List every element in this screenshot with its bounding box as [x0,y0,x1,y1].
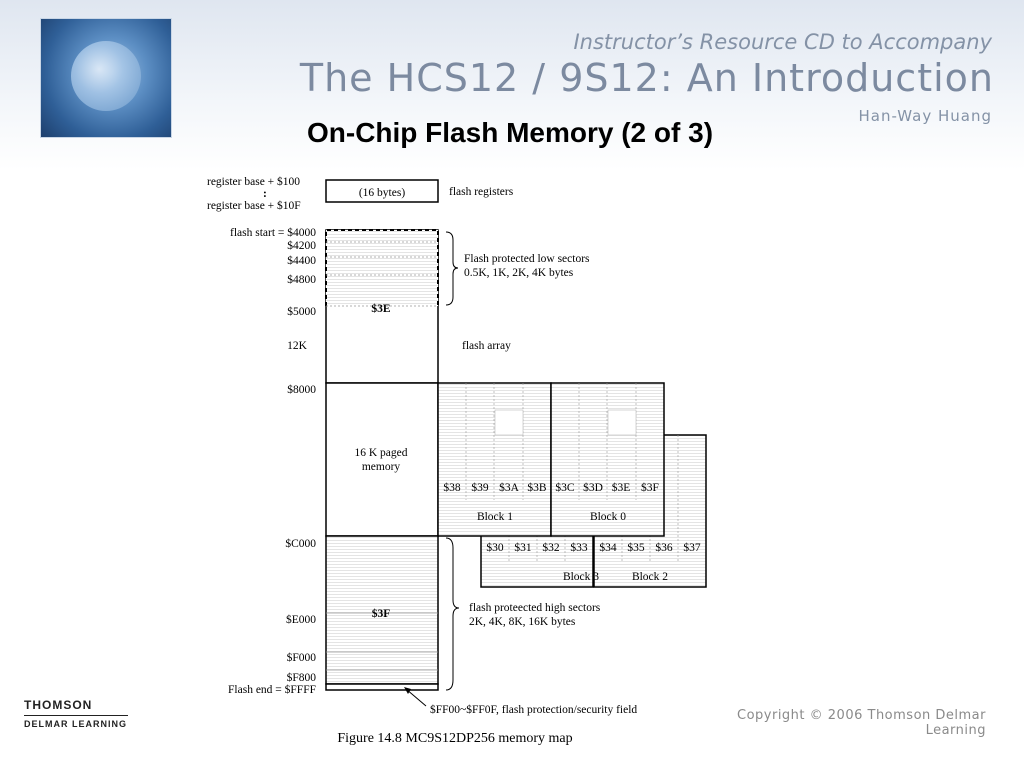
addr-8000: $8000 [287,383,316,396]
reg-box-label: (16 bytes) [359,187,405,199]
paged-window-box [325,382,439,537]
publisher-line2: DELMAR LEARNING [24,719,127,729]
security-pointer-arrow [404,687,411,694]
page-31: $31 [514,541,532,554]
page-39: $39 [471,481,489,494]
globe-icon [71,41,141,111]
reg-end-label: register base + $10F [207,199,301,212]
page-3c: $3C [555,481,575,494]
page-3e: $3E [612,481,631,494]
block-2-label: Block 2 [632,571,668,583]
publisher-logo: THOMSON DELMAR LEARNING [24,698,134,729]
flash-end-label: Flash end = $FFFF [228,683,316,696]
page-3f: $3F [641,481,659,494]
front-gap-block0 [607,409,637,436]
flash-start-label: flash start = $4000 [230,226,316,239]
page-35: $35 [627,541,645,554]
block-0-box [550,382,665,537]
low-sector-fill [326,230,438,306]
paged-label-line2: memory [362,461,401,473]
block-0-label: Block 0 [590,511,626,523]
block-1-label: Block 1 [477,511,513,523]
block-1-box [437,382,552,537]
page-3b: $3B [527,481,547,494]
reg-dots: : [263,188,267,200]
header-pretitle: Instructor’s Resource CD to Accompany [573,30,992,54]
copyright-notice: Copyright © 2006 Thomson Delmar Learning [737,708,986,738]
page-30: $30 [486,541,504,554]
size-12k-label: 12K [287,340,308,352]
page-3f-label: $3F [372,607,391,620]
page-34: $34 [599,541,617,554]
flash-register-box [325,179,439,203]
front-page-dividers [465,383,637,500]
slide-title: On-Chip Flash Memory (2 of 3) [306,117,714,148]
page-32: $32 [542,541,560,554]
page-3d: $3D [583,481,603,494]
addr-5000: $5000 [287,305,316,318]
addr-4200: $4200 [287,239,316,252]
publisher-rule [24,715,128,716]
high-sectors-line2: 2K, 4K, 8K, 16K bytes [469,616,576,628]
addr-f000: $F000 [287,651,317,664]
security-field-box [325,683,439,691]
low-sector-outline [325,229,439,306]
page-38: $38 [443,481,461,494]
addr-4800: $4800 [287,273,316,286]
addr-f800: $F800 [287,671,317,684]
book-cover-logo [40,18,172,138]
page-36: $36 [655,541,673,554]
page-3a: $3A [499,481,520,494]
addr-c000: $C000 [285,537,316,550]
paged-label-line1: 16 K paged [354,447,407,459]
flash-registers-label: flash registers [449,186,514,198]
reg-start-label: register base + $100 [207,175,300,188]
back-page-labels: $30 $31 $32 $33 $34 $35 $36 $37 [486,541,701,554]
addr-e000: $E000 [286,613,316,626]
header-author: Han-Way Huang [858,107,992,125]
security-field-label: $FF00~$FF0F, flash protection/security f… [430,703,637,716]
low-sectors-line1: Flash protected low sectors [464,253,590,265]
security-pointer-line [405,688,427,707]
flash-array-label: flash array [462,340,511,352]
block-3-label: Block 3 [563,571,599,583]
publisher-line1: THOMSON [24,698,93,712]
header-title: The HCS12 / 9S12: An Introduction [299,56,994,100]
high-sectors-line1: flash proteected high sectors [469,602,601,614]
front-page-labels: $38 $39 $3A $3B $3C $3D $3E $3F [443,481,659,494]
page-3e-label: $3E [371,302,391,315]
low-sectors-line2: 0.5K, 1K, 2K, 4K bytes [464,267,574,279]
high-sector-brace [445,537,460,691]
fixed-page-3f-box [325,535,439,685]
page-37: $37 [683,541,701,554]
figure-caption: Figure 14.8 MC9S12DP256 memory map [337,731,573,746]
page-33: $33 [570,541,588,554]
front-gap-block1 [494,409,524,436]
addr-4400: $4400 [287,254,316,267]
low-sector-brace [445,231,459,306]
